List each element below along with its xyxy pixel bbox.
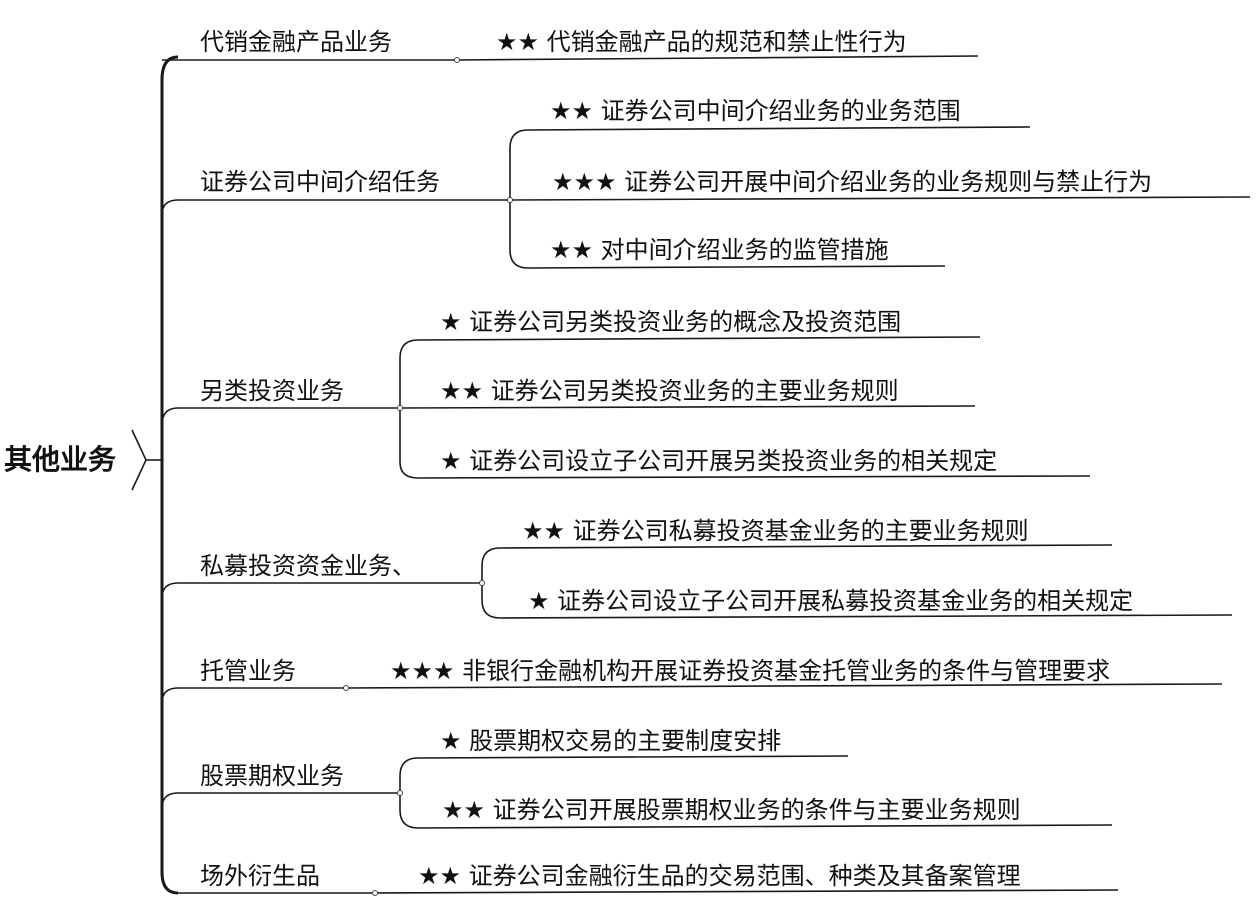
junction-dot-4 — [479, 580, 485, 586]
branch-underline-4 — [161, 582, 482, 599]
leaf-underline-2-1 — [527, 126, 1031, 131]
leaf-label[interactable]: ★★★ 非银行金融机构开展证券投资基金托管业务的条件与管理要求 — [390, 657, 1111, 685]
root-node-label[interactable]: 其他业务 — [4, 443, 117, 476]
leaf-underline-6-1 — [417, 755, 849, 759]
branch-underline-5 — [161, 687, 346, 704]
leaf-underline-2-2 — [509, 196, 1251, 201]
junction-dot-5 — [343, 685, 349, 691]
leaf-underline-7-1 — [374, 889, 1119, 894]
junction-dot-7 — [372, 890, 378, 896]
junction-dot-3 — [397, 405, 403, 411]
leaf-label[interactable]: ★★ 对中间介绍业务的监管措施 — [550, 236, 889, 264]
branch-label-stock-options[interactable]: 股票期权业务 — [200, 762, 344, 790]
leaf-label[interactable]: ★ 股票期权交易的主要制度安排 — [440, 727, 782, 755]
leaf-label[interactable]: ★★ 代销金融产品的规范和禁止性行为 — [496, 28, 907, 56]
branch-label-agency-sales[interactable]: 代销金融产品业务 — [200, 28, 392, 56]
branch-label-otc-derivatives[interactable]: 场外衍生品 — [200, 862, 320, 890]
branch-label-intermediary[interactable]: 证券公司中间介绍任务 — [200, 168, 440, 196]
leaf-underline-3-3 — [417, 475, 1091, 479]
leaf-underline-6-2 — [417, 824, 1113, 829]
junction-dot-2 — [507, 197, 513, 203]
branch-underline-3 — [161, 407, 400, 426]
leaf-underline-3-1 — [417, 336, 981, 341]
leaf-underline-5-1 — [345, 683, 1223, 689]
branch-label-custody[interactable]: 托管业务 — [200, 657, 296, 685]
leaf-underline-3-2 — [399, 405, 976, 409]
leaf-label[interactable]: ★ 证券公司另类投资业务的概念及投资范围 — [440, 308, 902, 336]
leaf-underline-2-3 — [527, 265, 946, 269]
leaf-label[interactable]: ★★ 证券公司金融衍生品的交易范围、种类及其备案管理 — [418, 862, 1021, 890]
main-trunk — [160, 55, 179, 895]
branch-underline-2 — [161, 199, 510, 216]
leaf-label[interactable]: ★★ 证券公司另类投资业务的主要业务规则 — [440, 377, 899, 405]
leaf-label[interactable]: ★ 证券公司设立子公司开展私募投资基金业务的相关规定 — [528, 587, 1134, 615]
leaf-underline-4-2 — [499, 614, 1233, 619]
branch-label-alternative-investment[interactable]: 另类投资业务 — [200, 377, 344, 405]
leaf-label[interactable]: ★★★ 证券公司开展中间介绍业务的业务规则与禁止行为 — [552, 168, 1153, 196]
junction-dot-6 — [397, 790, 403, 796]
leaf-label[interactable]: ★★ 证券公司私募投资基金业务的主要业务规则 — [522, 517, 1029, 545]
branch-label-private-fund[interactable]: 私募投资资金业务、 — [200, 552, 416, 580]
leaf-label[interactable]: ★ 证券公司设立子公司开展另类投资业务的相关规定 — [440, 447, 998, 475]
junction-dot-1 — [454, 57, 460, 63]
branch-underline-6 — [161, 792, 400, 809]
leaf-label[interactable]: ★★ 证券公司开展股票期权业务的条件与主要业务规则 — [442, 796, 1021, 824]
leaf-label[interactable]: ★★ 证券公司中间介绍业务的业务范围 — [550, 97, 961, 125]
leaf-underline-1-1 — [456, 55, 979, 61]
leaf-underline-4-1 — [499, 544, 1113, 549]
root-chevron — [131, 429, 147, 491]
